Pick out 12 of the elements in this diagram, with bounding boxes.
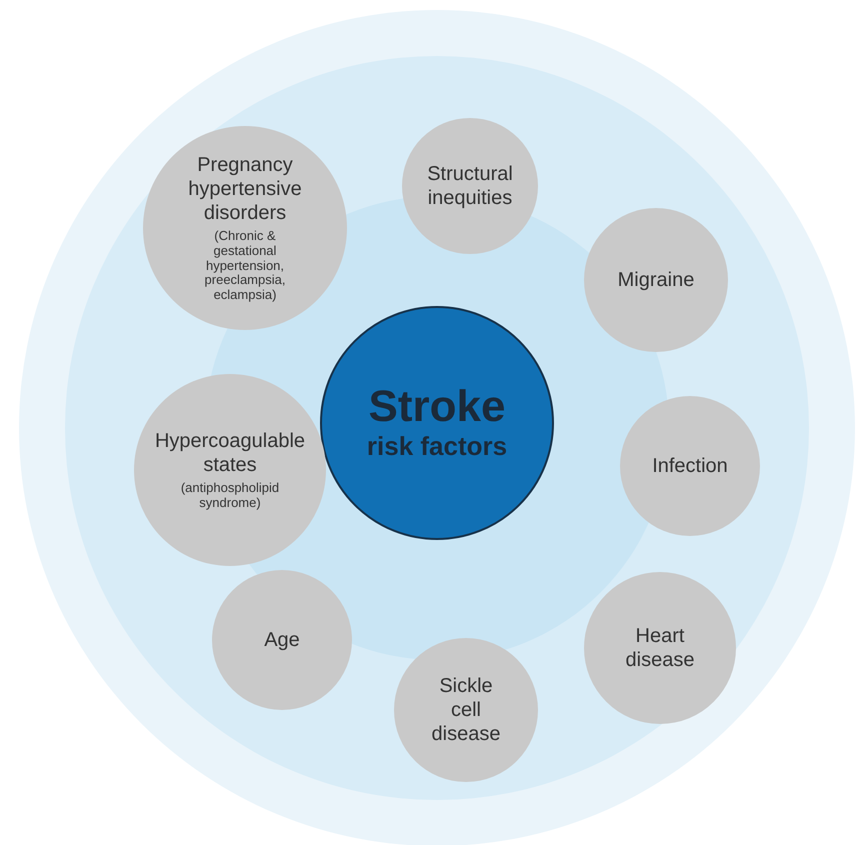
center-subtitle: risk factors — [366, 430, 508, 462]
center-title: Stroke — [368, 384, 506, 430]
factor-label: Structural inequities — [426, 162, 514, 210]
factor-label: Migraine — [618, 268, 694, 292]
factor-label: Sickle cell disease — [430, 674, 502, 746]
factor-note: (antiphospholipid syndrome) — [180, 481, 280, 511]
factor-label: Infection — [652, 454, 728, 478]
factor-label: Hypercoagulable states — [154, 429, 306, 478]
factor-label: Age — [264, 628, 300, 652]
factor-label: Heart disease — [624, 624, 696, 672]
factor-note: (Chronic & gestational hypertension, preeclampsia, eclampsia) — [204, 228, 286, 304]
factor-label: Pregnancy hypertensive disorders — [187, 152, 303, 225]
